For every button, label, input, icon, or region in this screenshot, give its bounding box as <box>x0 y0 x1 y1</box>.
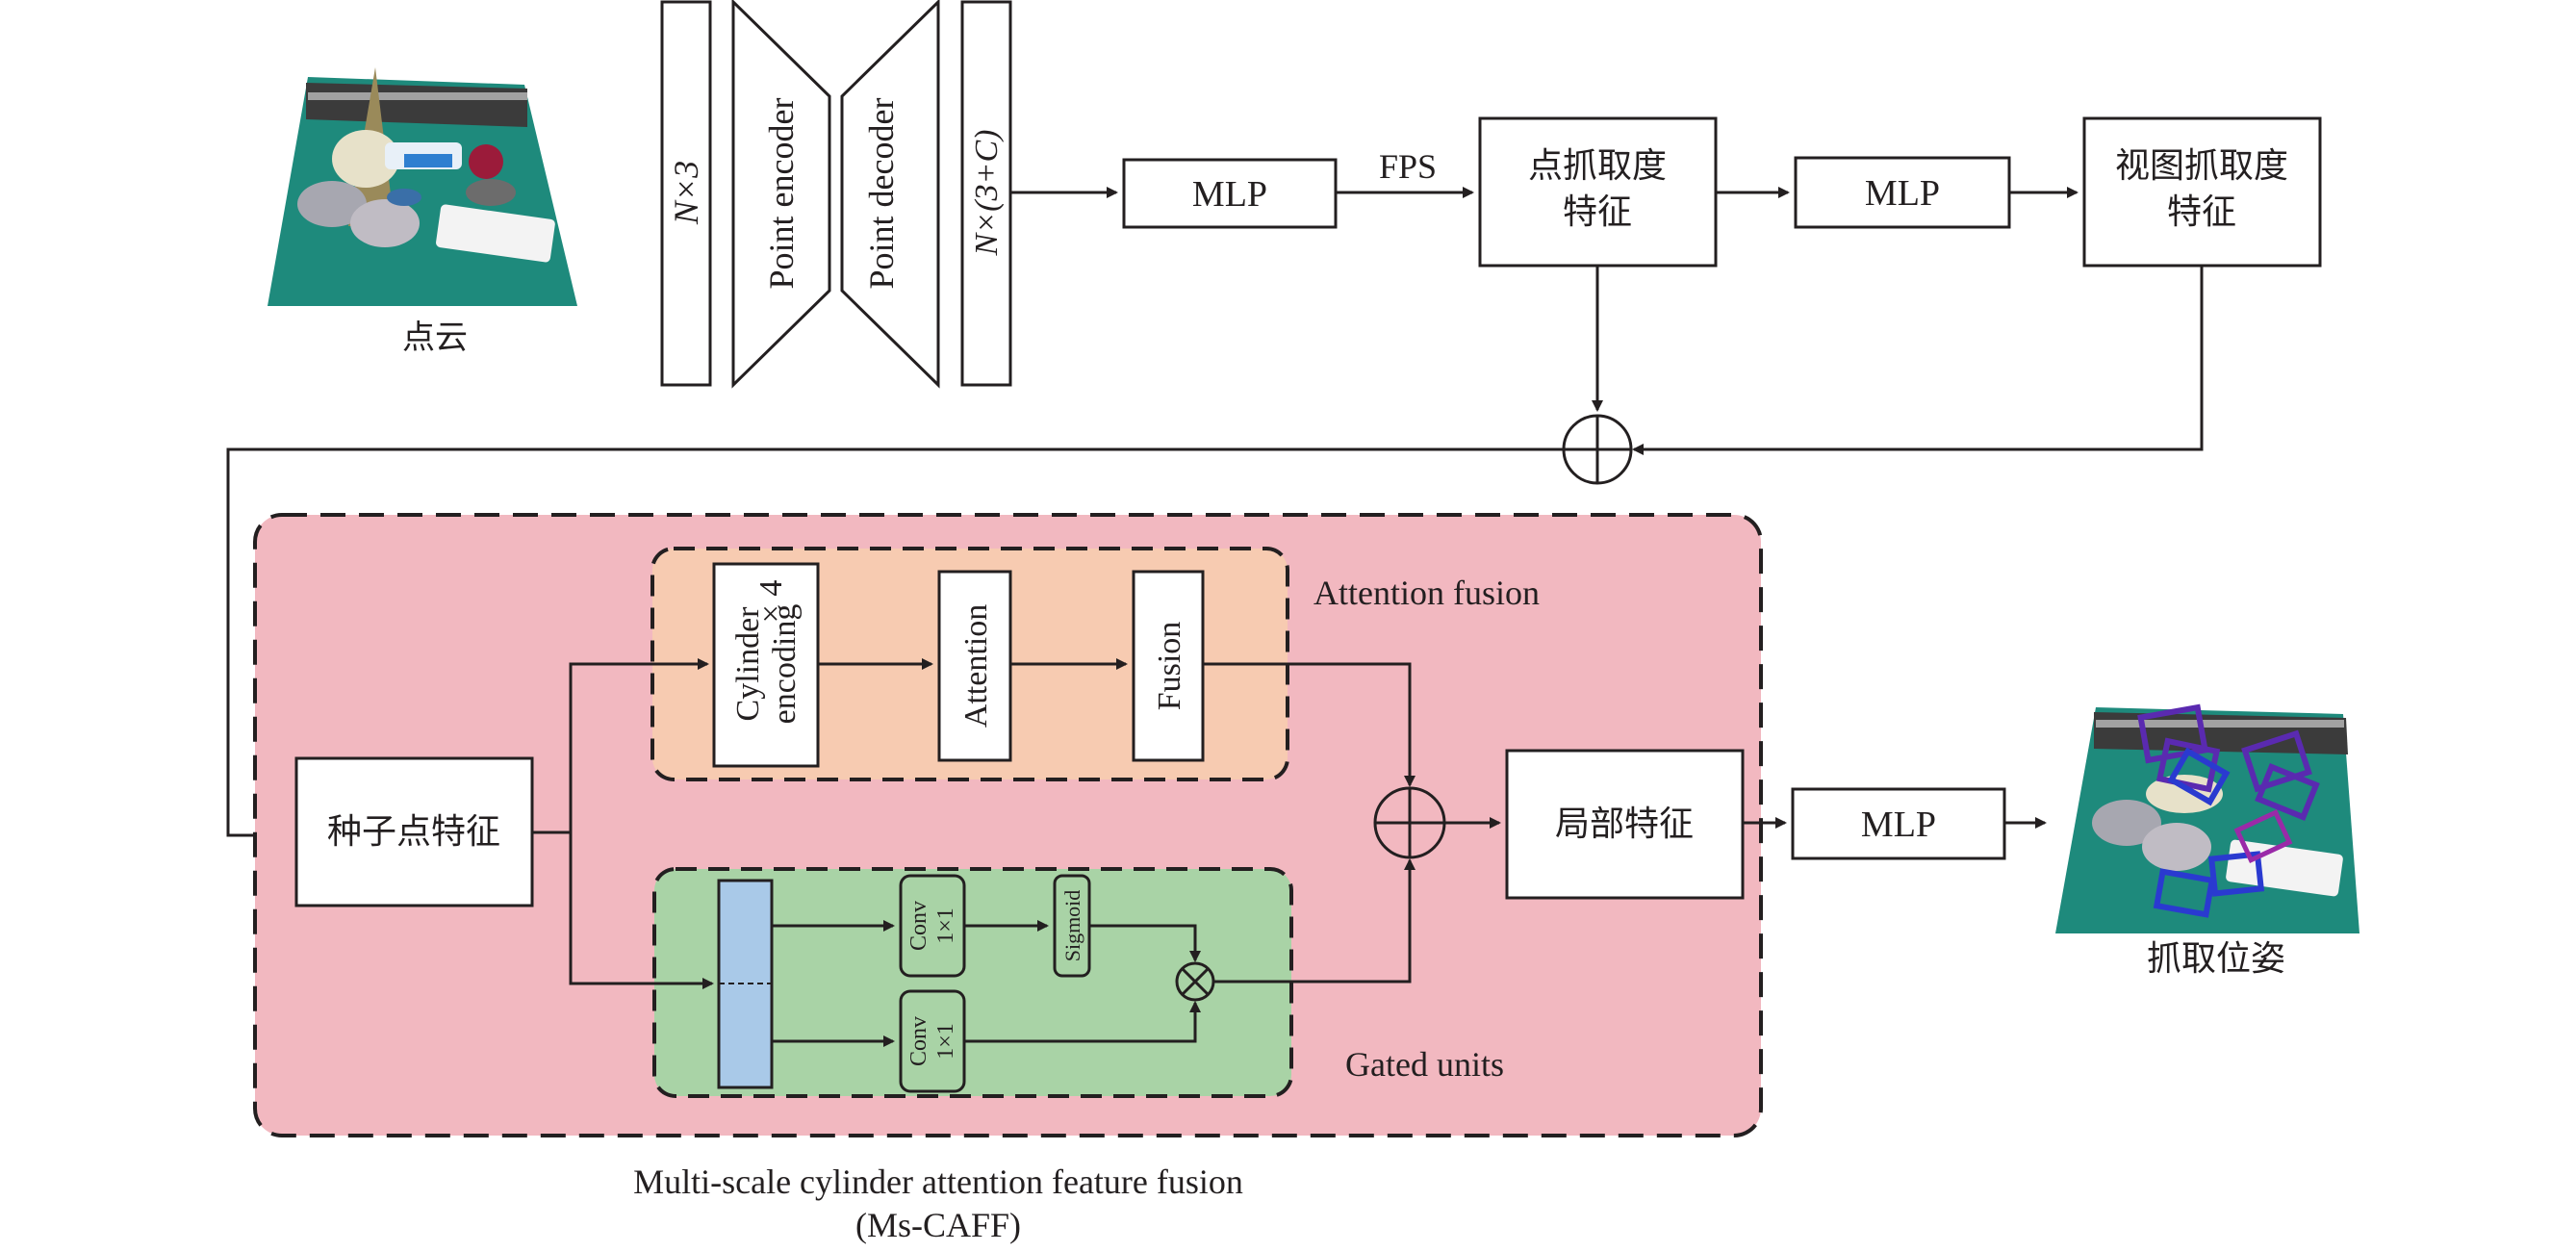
fusion-box <box>1132 570 1205 762</box>
input-point-cloud-image <box>268 67 577 306</box>
mlp2-label: MLP <box>1865 173 1940 214</box>
point-grasp-feature-line1: 点抓取度 <box>1528 146 1667 186</box>
gated-feature-bar <box>717 879 774 1089</box>
output-dim-box <box>960 0 1012 387</box>
grasp-pose-image <box>2055 703 2359 933</box>
conv2-line1: Conv <box>906 1016 931 1066</box>
view-grasp-feature-line1: 视图抓取度 <box>2115 146 2288 186</box>
output-mlp-box <box>1791 787 2006 860</box>
mlp1-label: MLP <box>1192 174 1267 215</box>
top-sum-operator-icon <box>1562 414 1633 485</box>
arrow-view-feature-to-sum <box>1632 266 2204 455</box>
input-point-cloud-label: 点云 <box>402 319 468 357</box>
arrow-gated-to-sum <box>1213 858 1416 984</box>
point-decoder-label: Point decoder <box>862 98 901 290</box>
arrow-seed-to-gated <box>569 832 714 989</box>
conv1-line1: Conv <box>906 901 931 951</box>
point-encoder-block <box>731 0 831 389</box>
fps-label: FPS <box>1379 147 1437 186</box>
local-feature-label: 局部特征 <box>1555 805 1694 844</box>
attention-fusion-title: Attention fusion <box>1314 574 1540 612</box>
output-mlp-label: MLP <box>1861 805 1936 845</box>
view-grasp-feature-box <box>2082 116 2322 268</box>
arrow-seed-to-cylinder <box>532 658 709 834</box>
gated-units-title: Gated units <box>1345 1045 1504 1084</box>
arrow-conv2-to-multiply <box>964 1001 1201 1043</box>
cylinder-encoding-box <box>712 562 820 768</box>
input-dim-label: N×3 <box>667 161 705 225</box>
multiply-operator-icon <box>1175 961 1215 1002</box>
mlp2-box <box>1794 156 2011 229</box>
conv2-line2: 1×1 <box>933 1023 958 1060</box>
sigmoid-label: Sigmoid <box>1060 890 1084 962</box>
cylinder-encoding-line1: Cylinder <box>730 606 766 722</box>
module-sum-operator-icon <box>1373 786 1446 859</box>
seed-point-feature-label: 种子点特征 <box>327 812 500 852</box>
view-grasp-feature-line2: 特征 <box>2167 192 2236 232</box>
point-decoder-block <box>840 0 940 389</box>
module-caption-line2: (Ms-CAFF) <box>855 1206 1021 1244</box>
fusion-label: Fusion <box>1152 622 1187 711</box>
cylinder-encoding-line2: encoding <box>767 604 803 725</box>
conv1-line2: 1×1 <box>933 907 958 944</box>
input-dim-box <box>660 0 712 387</box>
point-encoder-label: Point encoder <box>762 98 801 290</box>
attention-box <box>937 570 1012 762</box>
arrow-sigmoid-to-multiply <box>1089 924 1201 962</box>
seed-point-feature-box <box>294 756 534 907</box>
grasp-pose-label: 抓取位姿 <box>2147 939 2285 979</box>
attention-label: Attention <box>958 604 994 728</box>
point-grasp-feature-line2: 特征 <box>1563 192 1632 232</box>
module-caption-line1: Multi-scale cylinder attention feature f… <box>633 1163 1243 1201</box>
arrow-fusion-to-sum <box>1203 662 1416 787</box>
output-dim-label: N×(3+C) <box>969 130 1005 257</box>
cylinder-multiplier: × 4 <box>753 580 789 624</box>
